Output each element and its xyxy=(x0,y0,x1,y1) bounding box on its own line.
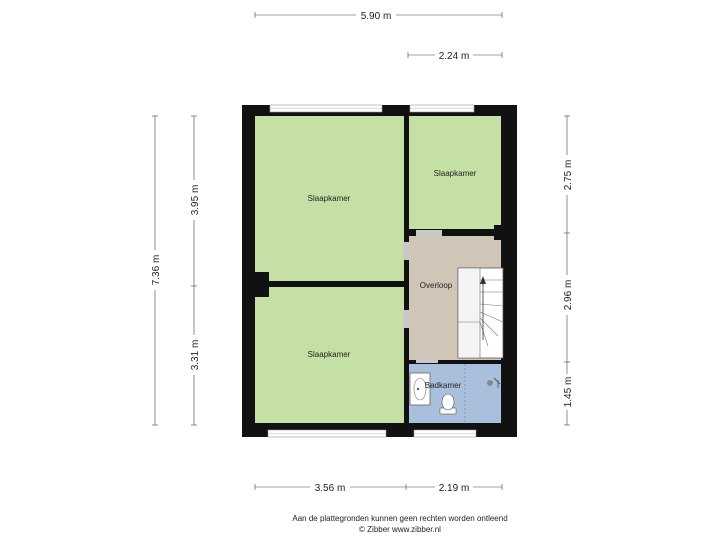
toilet-bowl xyxy=(441,393,455,411)
dim-left-lower: 3.31 m xyxy=(190,340,201,371)
label-bedroom-bottom: Slaapkamer xyxy=(308,350,351,359)
dim-right-middle: 2.96 m xyxy=(563,280,574,311)
dim-right-upper: 2.75 m xyxy=(563,160,574,191)
inner-wall-pillar-right xyxy=(494,225,506,240)
dim-top-total: 5.90 m xyxy=(361,11,392,22)
footer-disclaimer: Aan de plattegronden kunnen geen rechten… xyxy=(292,514,508,523)
dim-left-total: 7.36 m xyxy=(151,255,162,286)
bathroom-fixtures xyxy=(409,372,501,415)
drain xyxy=(487,380,493,386)
window-lines xyxy=(268,108,476,434)
dim-left-upper: 3.95 m xyxy=(190,185,201,216)
dim-bottom-right: 2.19 m xyxy=(439,483,470,494)
dim-bottom-left: 3.56 m xyxy=(315,483,346,494)
dim-top-right: 2.24 m xyxy=(439,51,470,62)
room-bedroom-bottom[interactable] xyxy=(255,287,404,423)
label-landing: Overloop xyxy=(420,281,453,290)
staircase xyxy=(457,267,504,359)
room-bedroom-top-right[interactable] xyxy=(409,116,501,229)
label-bedroom-top-right: Slaapkamer xyxy=(434,169,477,178)
dim-right-lower: 1.45 m xyxy=(563,377,574,408)
room-bedroom-top-left[interactable] xyxy=(255,116,404,281)
label-bathroom: Badkamer xyxy=(425,381,462,390)
doors xyxy=(403,230,442,363)
footer-copyright: © Zibber www.zibber.nl xyxy=(359,525,441,534)
inner-wall-pillar xyxy=(255,272,269,297)
label-bedroom-top-left: Slaapkamer xyxy=(308,194,351,203)
